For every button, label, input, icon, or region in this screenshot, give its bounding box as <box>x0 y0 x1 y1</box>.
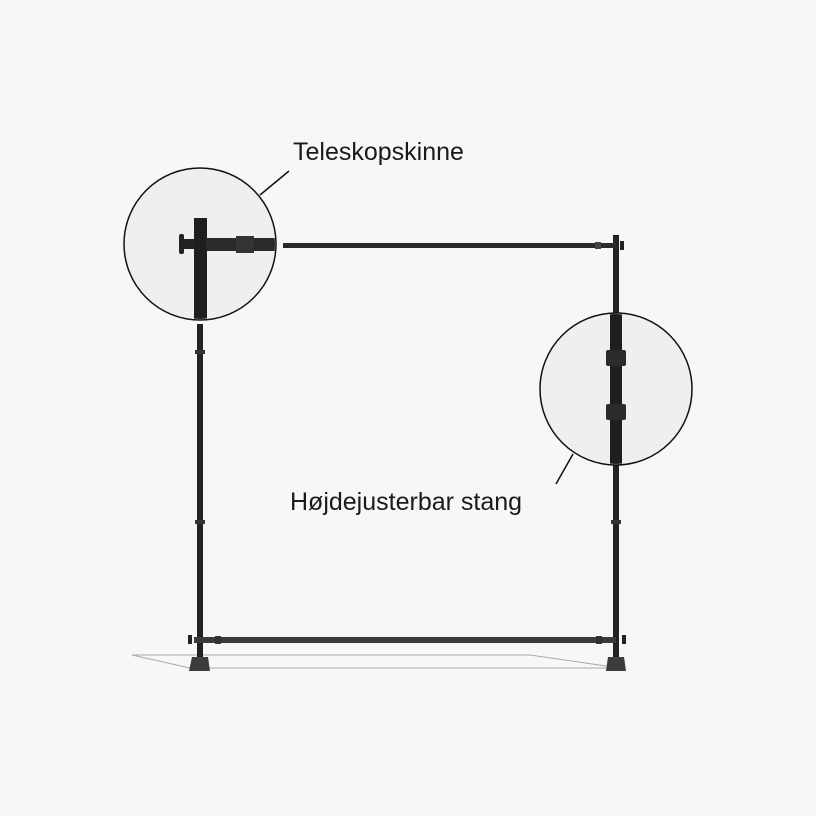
top-telescopic-bar <box>283 243 616 248</box>
side-leader-line <box>555 453 574 485</box>
height-adjustable-pole-label: Højdejusterbar stang <box>290 488 523 516</box>
right-foot <box>606 657 626 671</box>
left-pole <box>197 324 203 662</box>
left-foot <box>189 657 210 671</box>
bottom-telescopic-bar <box>194 637 616 643</box>
top-leader-line <box>259 170 290 196</box>
telescopic-rail-detail <box>123 167 277 321</box>
height-adjustable-pole-detail <box>539 312 693 466</box>
telescopic-rail-label: Teleskopskinne <box>293 138 464 166</box>
